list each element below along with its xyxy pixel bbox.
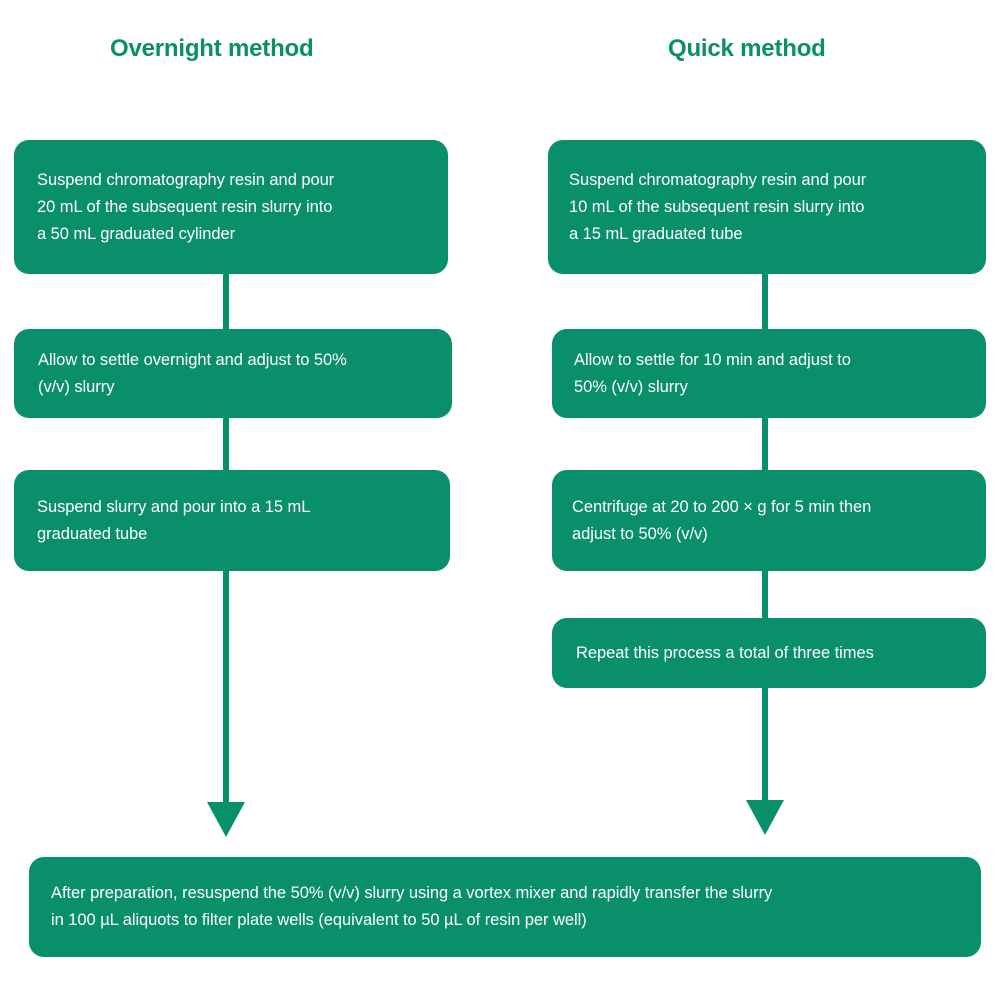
connector-quick-3-to-4 bbox=[762, 565, 768, 624]
flow-node-label: Suspend chromatography resin and pour 20… bbox=[37, 170, 335, 243]
flow-node-label: Allow to settle for 10 min and adjust to… bbox=[574, 350, 851, 396]
connector-quick-2-to-3 bbox=[762, 412, 768, 476]
flow-node-overnight-step-1: Suspend chromatography resin and pour 20… bbox=[14, 140, 448, 274]
flow-node-quick-step-1: Suspend chromatography resin and pour 10… bbox=[548, 140, 986, 274]
connector-overnight-1-to-2 bbox=[223, 268, 229, 336]
connector-overnight-2-to-3 bbox=[223, 412, 229, 476]
arrowhead-down-icon-right bbox=[746, 800, 784, 835]
flow-node-label: Centrifuge at 20 to 200 × g for 5 min th… bbox=[572, 497, 872, 543]
flow-node-label: After preparation, resuspend the 50% (v/… bbox=[51, 884, 773, 929]
flow-node-quick-step-2: Allow to settle for 10 min and adjust to… bbox=[552, 329, 986, 418]
flow-node-label: Allow to settle overnight and adjust to … bbox=[38, 350, 347, 396]
arrowhead-down-icon-left bbox=[207, 802, 245, 837]
flow-node-label: Suspend chromatography resin and pour 10… bbox=[569, 170, 867, 243]
flow-node-final-step: After preparation, resuspend the 50% (v/… bbox=[29, 857, 981, 957]
flow-node-quick-step-4: Repeat this process a total of three tim… bbox=[552, 618, 986, 688]
connector-quick-1-to-2 bbox=[762, 268, 768, 336]
connector-quick-to-final bbox=[762, 682, 768, 803]
flow-node-overnight-step-2: Allow to settle overnight and adjust to … bbox=[14, 329, 452, 418]
flow-node-quick-step-3: Centrifuge at 20 to 200 × g for 5 min th… bbox=[552, 470, 986, 571]
flow-node-overnight-step-3: Suspend slurry and pour into a 15 mL gra… bbox=[14, 470, 450, 571]
connector-overnight-to-final bbox=[223, 565, 229, 805]
flow-node-label: Suspend slurry and pour into a 15 mL gra… bbox=[37, 497, 311, 543]
column-title-quick: Quick method bbox=[668, 35, 826, 62]
column-title-overnight: Overnight method bbox=[110, 35, 314, 62]
flow-node-label: Repeat this process a total of three tim… bbox=[576, 643, 874, 662]
